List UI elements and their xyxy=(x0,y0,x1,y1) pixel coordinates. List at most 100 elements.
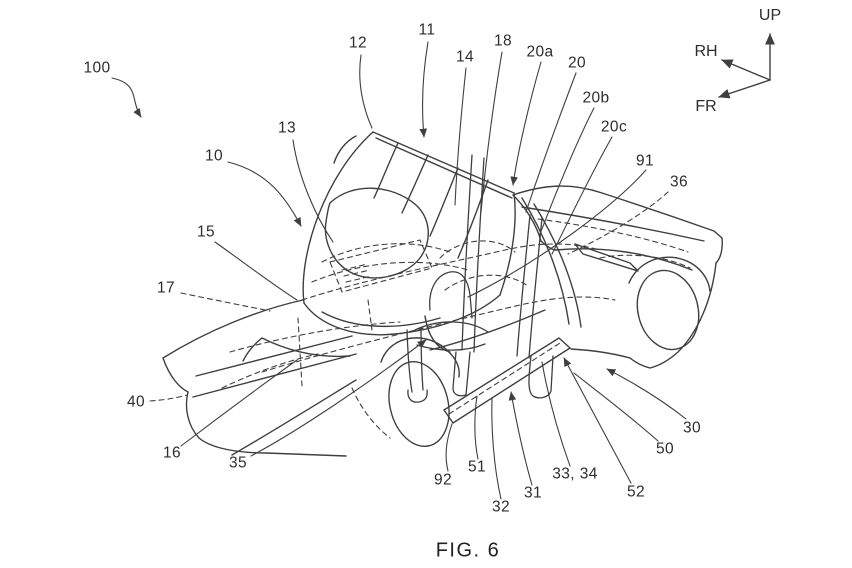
leader-lines xyxy=(111,41,687,500)
pillar-strap-a-right xyxy=(473,157,485,353)
hidden-roof-arc-1 xyxy=(439,240,516,259)
front-bumper xyxy=(185,391,347,457)
leader-35 xyxy=(250,339,427,457)
axis-fr-arrow xyxy=(718,79,771,99)
door-lower-panel-line xyxy=(321,311,441,328)
ref-label-32: 32 xyxy=(491,498,511,516)
ref-label-33-34: 33, 34 xyxy=(552,465,598,483)
leader-31 xyxy=(508,391,533,486)
door-frame-rib-4 xyxy=(457,179,489,259)
leader-36 xyxy=(567,191,669,255)
leader-20b xyxy=(539,107,595,235)
leader-40 xyxy=(149,394,188,402)
ref-label-16: 16 xyxy=(162,444,182,462)
front-face-crease-2 xyxy=(192,353,357,398)
a-pillar-sweep-1 xyxy=(521,197,570,325)
ref-label-36: 36 xyxy=(669,173,689,191)
rear-wheel-arch xyxy=(628,256,711,292)
pillar-strap-c-left xyxy=(406,329,413,393)
rear-wheel xyxy=(636,269,700,351)
door-frame-rib-2 xyxy=(401,154,429,214)
hidden-latch-detail-3 xyxy=(345,275,373,283)
cowl-corner xyxy=(242,337,263,362)
axis-rh-arrow xyxy=(721,59,771,81)
direction-axes xyxy=(718,33,775,99)
door-frame-rib-3 xyxy=(429,167,459,237)
door-bottom-edge xyxy=(303,294,501,336)
ref-label-20a: 20a xyxy=(526,43,554,61)
ref-label-30: 30 xyxy=(682,419,702,437)
hidden-underbody xyxy=(261,296,616,373)
ref-label-15: 15 xyxy=(196,223,216,241)
floor-line xyxy=(429,309,546,351)
hood-cut-line xyxy=(231,379,357,456)
axis-label-rh: RH xyxy=(694,43,718,60)
axis-label-fr: FR xyxy=(695,98,717,115)
door-front-edge xyxy=(302,131,374,304)
hidden-latch-detail-1 xyxy=(341,263,369,271)
hidden-strut-vert-2 xyxy=(367,299,373,331)
strap-b-foot xyxy=(528,355,554,399)
front-wheel xyxy=(388,360,450,448)
ref-label-20c: 20c xyxy=(600,118,628,136)
sill-garnish xyxy=(443,337,571,424)
seat-cushion-top xyxy=(414,321,489,333)
mid-bottom-edge xyxy=(570,348,631,359)
leader-30 xyxy=(606,368,687,420)
hidden-hood-line xyxy=(229,321,401,353)
hidden-lines xyxy=(221,218,691,439)
leader-20c xyxy=(551,136,613,255)
ref-label-17: 17 xyxy=(156,279,176,297)
ref-label-31: 31 xyxy=(523,484,543,502)
rear-deck-cut xyxy=(521,206,705,242)
hidden-sill-midline xyxy=(448,342,561,415)
axis-label-up: UP xyxy=(758,7,782,24)
rear-deck-edge xyxy=(512,185,715,232)
ref-label-35: 35 xyxy=(228,454,248,472)
leader-14 xyxy=(454,67,467,206)
door-top-edge-outer xyxy=(372,131,515,194)
open-door xyxy=(302,131,516,336)
leader-91 xyxy=(467,169,647,298)
leader-51 xyxy=(474,395,479,460)
hidden-door-inner-frame xyxy=(329,239,433,293)
ref-label-52: 52 xyxy=(626,483,646,501)
leader-100 xyxy=(111,77,142,118)
hidden-deck-line xyxy=(537,218,689,253)
leader-92 xyxy=(445,423,453,472)
leader-15 xyxy=(214,241,298,301)
strap-a-foot xyxy=(452,351,471,397)
leader-10 xyxy=(227,161,302,227)
ref-label-11: 11 xyxy=(418,21,436,39)
hidden-roof-arc-2 xyxy=(444,274,529,291)
ref-label-92: 92 xyxy=(433,471,453,489)
seat-back xyxy=(429,271,473,319)
pillar-strap-c-right xyxy=(420,327,424,391)
door-frame-rib-1 xyxy=(373,142,399,199)
leader-12 xyxy=(359,54,373,129)
ref-label-91: 91 xyxy=(635,152,655,170)
leader-17 xyxy=(180,292,271,312)
front-corner-edge xyxy=(162,357,189,393)
front-fender-line xyxy=(162,299,304,359)
door-rear-edge xyxy=(499,192,516,296)
car-body xyxy=(162,185,723,457)
rear-fender-edge xyxy=(649,262,717,369)
ref-label-100: 100 xyxy=(83,59,111,77)
front-face-crease-1 xyxy=(195,335,353,377)
door-top-edge-inner xyxy=(375,137,513,199)
strap-c-foot xyxy=(407,389,428,403)
hidden-rear-arch-line xyxy=(599,254,691,269)
leader-32 xyxy=(491,397,502,500)
hidden-front-face-diag xyxy=(221,353,319,389)
tail-panel xyxy=(713,230,723,264)
ref-label-40: 40 xyxy=(126,393,146,411)
ref-label-12: 12 xyxy=(348,34,368,52)
leader-20 xyxy=(525,72,577,213)
leader-16 xyxy=(180,359,298,447)
leader-18 xyxy=(480,51,503,213)
pillar-strap-b-right xyxy=(528,217,543,359)
hidden-windshield-1 xyxy=(321,243,451,263)
leader-50 xyxy=(573,372,659,442)
